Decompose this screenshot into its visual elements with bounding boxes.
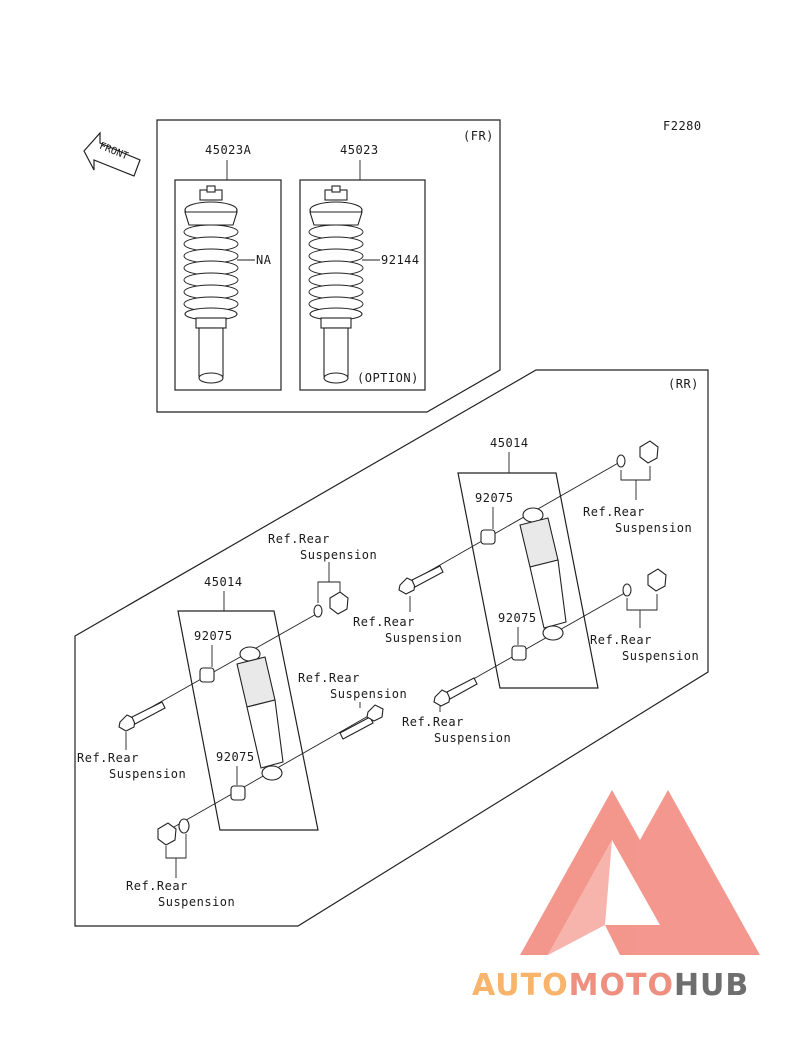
watermark-logo-icon — [520, 790, 760, 955]
rear-upper-top-bushing-label: 92075 — [475, 491, 514, 505]
watermark-part1: AUTO — [472, 968, 569, 1003]
rear-upper-top-bushing-icon — [480, 529, 496, 545]
rear-upper-bottom-ref-line1: Ref.Rear — [590, 633, 652, 647]
rear-lower-top-bushing-label: 92075 — [194, 629, 233, 643]
rear-upper-bottom-bolt-icon — [433, 677, 478, 707]
rear-lower-bottom-ref-line1: Ref.Rear — [126, 879, 188, 893]
svg-text:AUTOMOTOHUB: AUTOMOTOHUB — [472, 968, 749, 1003]
rear-lower-top-bushing-icon — [199, 667, 215, 683]
rear-section-frame — [74, 369, 709, 927]
rear-upper-bottom-bushing-icon — [511, 645, 527, 661]
rear-upper-top-bolt-icon — [398, 565, 444, 595]
rear-upper-lowbolt-ref-line2: Suspension — [434, 731, 511, 745]
rear-lower-middle-ref-line1: Ref.Rear — [298, 671, 360, 685]
front-right-part-number: 45023 — [340, 143, 379, 157]
front-right-callout: 92144 — [381, 253, 420, 267]
front-section-frame — [156, 119, 501, 413]
rear-lower-box — [177, 610, 319, 831]
rear-upper-bottom-ref-line2: Suspension — [622, 649, 699, 663]
rear-upper-shock-icon — [519, 507, 567, 641]
front-shock-absorber-right-icon — [308, 185, 364, 384]
rear-upper-top-ref-line1: Ref.Rear — [583, 505, 645, 519]
front-section: (FR) 45023A 45023 — [156, 119, 501, 413]
rear-upper-top-nut-icon — [616, 440, 659, 468]
front-left-callout: NA — [256, 253, 272, 267]
rear-upper-top-ref-line2: Suspension — [615, 521, 692, 535]
watermark-part3: HUB — [674, 968, 749, 1003]
rear-lower-left-bolt-icon — [118, 701, 166, 732]
front-right-note: (OPTION) — [357, 371, 419, 385]
rear-lower-top-nut-icon — [313, 591, 349, 618]
rear-upper-bolt-ref-line2: Suspension — [385, 631, 462, 645]
rear-lower-bottom-bushing-icon — [230, 785, 246, 801]
rear-upper-bottom-bushing-label: 92075 — [498, 611, 537, 625]
rear-upper-lowbolt-ref-line1: Ref.Rear — [402, 715, 464, 729]
rear-section-tag: (RR) — [668, 377, 699, 391]
rear-lower-left-ref-line1: Ref.Rear — [77, 751, 139, 765]
front-right-box — [299, 179, 426, 391]
watermark-part2: MOTO — [569, 968, 674, 1003]
front-shock-absorber-left-icon — [183, 185, 239, 384]
rear-lower-bottom-ref-line2: Suspension — [158, 895, 235, 909]
rear-lower-top-ref-line1: Ref.Rear — [268, 532, 330, 546]
rear-lower-bottom-nut-icon — [157, 818, 190, 846]
rear-section: (RR) 45014 92075 92075 — [74, 369, 709, 927]
rear-lower-bottom-bushing-label: 92075 — [216, 750, 255, 764]
front-section-tag: (FR) — [463, 129, 494, 143]
rear-lower-middle-bolt-icon — [339, 704, 384, 740]
watermark-text: AUTOMOTOHUB — [472, 968, 749, 1003]
rear-lower-middle-ref-line2: Suspension — [330, 687, 407, 701]
rear-upper-bolt-ref-line1: Ref.Rear — [353, 615, 415, 629]
front-left-part-number: 45023A — [205, 143, 252, 157]
diagram-code: F2280 — [663, 119, 702, 133]
front-left-box — [174, 179, 282, 391]
rear-upper-part-number: 45014 — [490, 436, 529, 450]
rear-lower-left-ref-line2: Suspension — [109, 767, 186, 781]
rear-upper-bottom-nut-icon — [622, 568, 667, 597]
rear-lower-shock-icon — [236, 646, 284, 781]
rear-lower-top-ref-line2: Suspension — [300, 548, 377, 562]
front-arrow-icon: FRONT — [83, 131, 141, 177]
rear-upper-box — [457, 472, 599, 689]
rear-lower-part-number: 45014 — [204, 575, 243, 589]
